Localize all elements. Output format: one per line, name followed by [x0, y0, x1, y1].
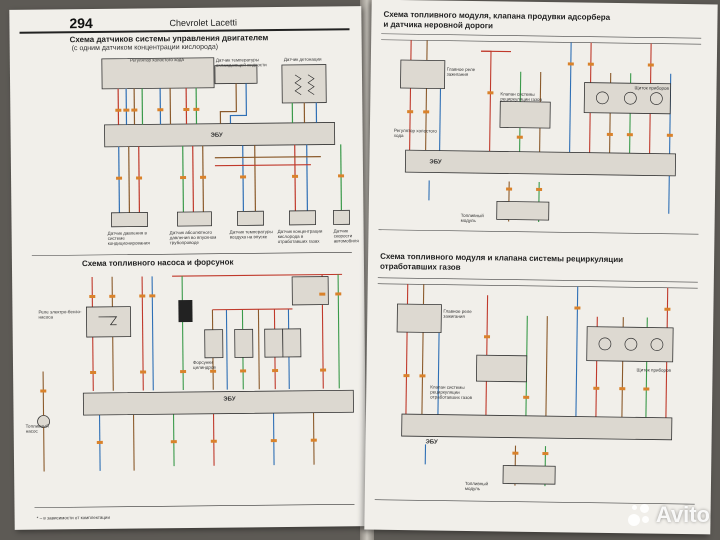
instrument-cluster-label: Щиток приборов — [634, 85, 669, 91]
instrument-cluster-label-2: Щиток приборов — [636, 367, 672, 373]
page-number: 294 — [69, 14, 93, 32]
pressure-ac-sensor-label: Датчик давления в системе кондиционирова… — [107, 230, 150, 246]
section-title-fuel-pump: Схема топливного насоса и форсунок — [81, 257, 234, 269]
fuel-module-wiring-diagram — [378, 33, 702, 235]
ecu-label-4: ЭБУ — [425, 439, 438, 446]
book-title: Chevrolet Lacetti — [169, 17, 238, 29]
iat-sensor-label: Датчик температуры воздуха на впуске — [229, 229, 273, 240]
page-header: 294 Chevrolet Lacetti — [19, 12, 350, 34]
idle-regulator-label: Регулятор холостого хода — [393, 127, 437, 139]
regulator-label: Регулятор холостого хода — [129, 57, 184, 63]
ecu-label-3: ЭБУ — [429, 159, 442, 166]
map-sensor-label: Датчик абсолютного давления во впускном … — [169, 229, 217, 246]
sensor-wiring-diagram — [31, 57, 352, 256]
fuel-pump-wiring-diagram — [34, 273, 355, 508]
fuel-module-label-2: Топливный модуль — [464, 480, 489, 492]
main-relay-label-2: Главное реле зажигания — [443, 308, 472, 319]
ecu-label: ЭБУ — [210, 132, 223, 139]
right-page: Схема топливного модуля, клапана продувк… — [364, 0, 718, 535]
injectors-label: Форсунки цилиндров — [192, 359, 216, 370]
fuel-pump-label: Топливный насос — [25, 423, 49, 434]
section-title-egr-line2: отработавших газов — [379, 261, 461, 272]
fuel-pump-relay-label: Реле электро-бензо-насоса — [38, 309, 82, 320]
avito-watermark: Avito — [626, 502, 710, 528]
main-relay-label: Главное реле зажигания — [446, 66, 476, 77]
egr-valve-label: Клапан системы рециркуляции отработавших… — [430, 384, 473, 401]
knock-sensor-label: Датчик детонации — [283, 56, 322, 62]
left-page: 294 Chevrolet Lacetti Схема датчиков сис… — [9, 6, 367, 530]
avito-logo-icon — [626, 502, 652, 528]
canister-valve-label: Клапан системы рециркуляции газов — [500, 91, 542, 102]
oxygen-sensor-label: Датчик концентрации кислорода в отработа… — [277, 228, 323, 245]
coolant-sensor-label: Датчик температуры охлаждающей жидкости — [215, 57, 267, 68]
fuel-module-label: Топливный модуль — [460, 212, 484, 224]
ecu-label-2: ЭБУ — [223, 396, 236, 403]
avito-watermark-text: Avito — [655, 502, 710, 527]
speed-sensor-label: Датчик скорости автомобиля — [333, 228, 359, 244]
egr-wiring-diagram — [374, 277, 698, 505]
